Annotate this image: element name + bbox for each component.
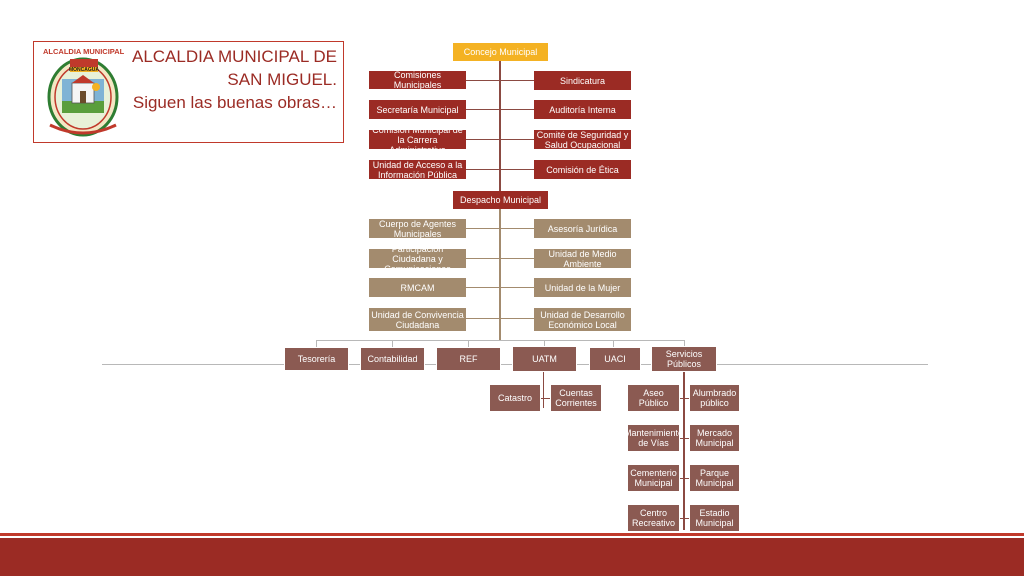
- node-comision-etica[interactable]: Comisión de Ética: [534, 160, 631, 179]
- connector-branch: [501, 169, 534, 170]
- footer-accent-line: [0, 533, 1024, 536]
- page-title-line-2: SAN MIGUEL.: [227, 70, 337, 89]
- node-mercado-municipal[interactable]: Mercado Municipal: [689, 424, 740, 452]
- connector-branch: [466, 80, 499, 81]
- node-cuentas-corrientes[interactable]: Cuentas Corrientes: [550, 384, 602, 412]
- header-box: ALCALDIA MUNICIPAL MONCAGUA ALCALDIA MUN…: [33, 41, 344, 143]
- connector-servicios: [679, 478, 689, 479]
- connector-branch: [466, 228, 499, 229]
- connector-branch: [501, 287, 534, 288]
- node-mantenimiento-vias[interactable]: Mantenimiento de Vías: [627, 424, 680, 452]
- connector-servicios: [679, 518, 689, 519]
- connector-drop: [392, 340, 393, 347]
- logo-subtext: MONCAGUA: [69, 67, 99, 73]
- node-participacion-ciudadana[interactable]: Participación Ciudadana y Comunicaciones: [369, 249, 466, 268]
- node-comision-carrera-administrativa[interactable]: Comisión Municipal de la Carrera Adminis…: [369, 130, 466, 149]
- logo-text: ALCALDIA MUNICIPAL: [43, 47, 125, 56]
- connector-drop: [684, 340, 685, 346]
- node-sindicatura[interactable]: Sindicatura: [534, 71, 631, 90]
- connector-drop: [468, 340, 469, 347]
- connector-branch: [466, 139, 499, 140]
- connector-department-bus: [316, 340, 685, 341]
- connector-branch: [501, 228, 534, 229]
- connector-servicios: [679, 398, 689, 399]
- connector-branch: [466, 109, 499, 110]
- node-estadio-municipal[interactable]: Estadio Municipal: [689, 504, 740, 532]
- node-despacho-municipal[interactable]: Despacho Municipal: [453, 191, 548, 209]
- node-rmcam[interactable]: RMCAM: [369, 278, 466, 297]
- node-asesoria-juridica[interactable]: Asesoría Jurídica: [534, 219, 631, 238]
- connector-branch: [466, 169, 499, 170]
- connector-branch: [466, 318, 499, 319]
- node-unidad-medio-ambiente[interactable]: Unidad de Medio Ambiente: [534, 249, 631, 268]
- node-secretaria-municipal[interactable]: Secretaría Municipal: [369, 100, 466, 119]
- node-ref[interactable]: REF: [436, 347, 501, 371]
- node-unidad-convivencia[interactable]: Unidad de Convivencia Ciudadana: [369, 308, 466, 331]
- node-cuerpo-agentes[interactable]: Cuerpo de Agentes Municipales: [369, 219, 466, 238]
- connector-branch: [501, 139, 534, 140]
- node-unidad-acceso-informacion[interactable]: Unidad de Acceso a la Información Públic…: [369, 160, 466, 179]
- page-title-line-1: ALCALDIA MUNICIPAL DE: [131, 47, 337, 66]
- footer-band: [0, 538, 1024, 576]
- page-subtitle: Siguen las buenas obras…: [132, 93, 337, 112]
- connector-mid-spine: [499, 209, 501, 340]
- connector-drop: [613, 340, 614, 347]
- connector-branch: [501, 318, 534, 319]
- node-comite-seguridad[interactable]: Comité de Seguridad y Salud Ocupacional: [534, 130, 631, 149]
- connector-drop: [316, 340, 317, 347]
- node-uatm[interactable]: UATM: [512, 346, 577, 372]
- connector-branch: [501, 258, 534, 259]
- connector-servicios: [679, 438, 689, 439]
- connector-uatm: [543, 372, 544, 408]
- node-concejo-municipal[interactable]: Concejo Municipal: [453, 43, 548, 61]
- node-unidad-mujer[interactable]: Unidad de la Mujer: [534, 278, 631, 297]
- node-comisiones-municipales[interactable]: Comisiones Municipales: [369, 71, 466, 89]
- node-centro-recreativo[interactable]: Centro Recreativo: [627, 504, 680, 532]
- node-contabilidad[interactable]: Contabilidad: [360, 347, 425, 371]
- node-auditoria-interna[interactable]: Auditoría Interna: [534, 100, 631, 119]
- node-parque-municipal[interactable]: Parque Municipal: [689, 464, 740, 492]
- connector-branch: [466, 287, 499, 288]
- node-cementerio-municipal[interactable]: Cementerio Municipal: [627, 464, 680, 492]
- node-tesoreria[interactable]: Tesorería: [284, 347, 349, 371]
- connector-drop: [544, 340, 545, 346]
- connector-servicios: [683, 372, 685, 530]
- connector-branch: [501, 109, 534, 110]
- node-uaci[interactable]: UACI: [589, 347, 641, 371]
- municipal-seal-logo: ALCALDIA MUNICIPAL MONCAGUA: [40, 45, 126, 139]
- node-servicios-publicos[interactable]: Servicios Públicos: [651, 346, 717, 372]
- node-aseo-publico[interactable]: Aseo Público: [627, 384, 680, 412]
- connector-top-spine: [499, 61, 501, 193]
- node-catastro[interactable]: Catastro: [489, 384, 541, 412]
- connector-uatm: [537, 398, 550, 399]
- connector-branch: [501, 80, 534, 81]
- connector-branch: [466, 258, 499, 259]
- node-alumbrado-publico[interactable]: Alumbrado público: [689, 384, 740, 412]
- node-unidad-desarrollo-economico[interactable]: Unidad de Desarrollo Económico Local: [534, 308, 631, 331]
